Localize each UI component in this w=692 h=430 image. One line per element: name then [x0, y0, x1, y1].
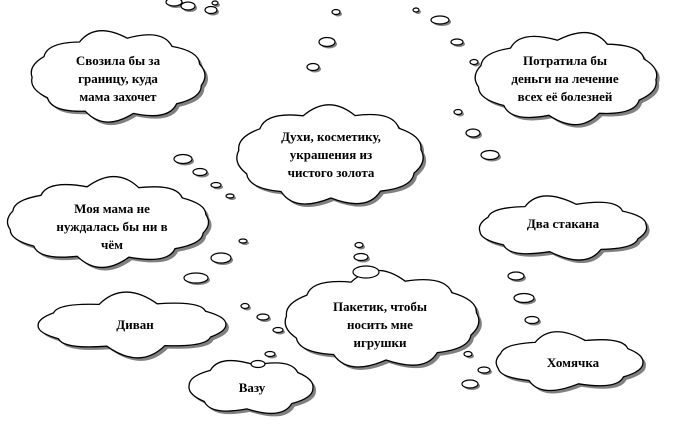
thought-cloud-sofa	[37, 291, 227, 359]
thought-bubble	[477, 366, 491, 374]
thought-cloud-abroad	[30, 30, 206, 123]
thought-cloud-treatment	[474, 32, 658, 126]
thought-bubble	[165, 0, 183, 7]
thought-bubble	[180, 1, 196, 11]
thought-bubble	[192, 167, 208, 177]
thought-bubble	[264, 350, 276, 358]
thought-cloud-vase	[188, 359, 314, 415]
thought-bubble	[354, 241, 364, 249]
thought-bubble	[507, 271, 525, 281]
thought-cloud-bag	[284, 269, 480, 368]
thought-text-treatment: Потратила бы деньги на лечение всех её б…	[511, 53, 619, 104]
thought-text-sofa: Диван	[116, 317, 154, 332]
thought-bubble	[463, 350, 473, 358]
thought-text-abroad: Свозила бы за границу, куда мама захочет	[75, 53, 161, 104]
thought-bubble	[210, 252, 232, 264]
thought-text-vase: Вазу	[238, 380, 266, 395]
thought-bubble	[331, 8, 341, 16]
thought-bubble	[353, 252, 369, 262]
thought-bubble	[524, 315, 540, 325]
thought-cloud-mom-needs	[6, 175, 210, 269]
thought-cloud-perfume	[236, 104, 424, 205]
thought-bubble	[240, 302, 250, 310]
thought-bubble	[461, 379, 479, 389]
thought-bubble	[450, 38, 464, 46]
thought-bubble	[430, 15, 450, 25]
thought-bubble	[306, 62, 320, 72]
thought-bubble	[211, 0, 219, 6]
thought-bubble	[256, 313, 270, 321]
thought-text-hamster: Хомячка	[546, 355, 600, 370]
thought-text-glasses: Два стакана	[526, 216, 600, 231]
thought-bubble	[465, 128, 481, 138]
thought-bubble	[513, 292, 535, 304]
thought-bubble	[453, 108, 463, 116]
thought-bubble	[225, 193, 235, 199]
thought-cloud-glasses	[478, 195, 648, 261]
thought-text-bag: Пакетик, чтобы носить мне игрушки	[332, 299, 428, 350]
thought-bubble	[412, 7, 420, 13]
thought-bubble	[272, 326, 284, 334]
thought-bubble	[352, 265, 380, 279]
thought-bubble	[183, 272, 209, 284]
thought-bubble	[204, 5, 218, 15]
thought-text-mom-needs: Моя мама не нуждалась бы ни в чём	[56, 201, 168, 252]
thought-bubble	[250, 359, 266, 369]
thought-bubble	[480, 149, 500, 161]
thought-bubble	[210, 181, 222, 189]
thought-text-perfume: Духи, косметику, украшения из чистого зо…	[281, 129, 381, 180]
thought-bubble	[469, 58, 479, 66]
thought-bubble	[318, 36, 336, 48]
thought-bubble	[173, 153, 193, 165]
thought-bubble	[238, 238, 248, 244]
thought-cloud-hamster	[495, 331, 644, 392]
